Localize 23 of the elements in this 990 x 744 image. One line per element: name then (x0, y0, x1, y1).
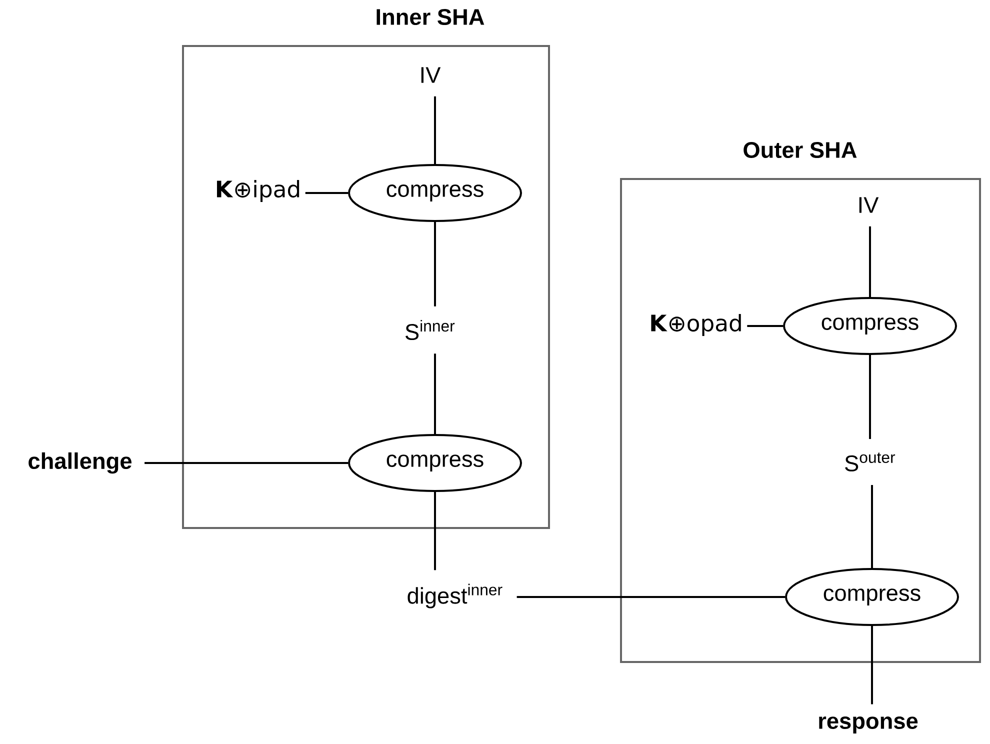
signal-label: S$^{inner}$ (406, 320, 455, 340)
connector-line (434, 222, 436, 306)
signal-label: S$^{outer}$ (845, 452, 896, 472)
connector-line (869, 355, 871, 439)
key-label: K⊕ipad (217, 180, 300, 202)
node-label: Outer SHA (744, 142, 857, 158)
signal-label: IV (421, 67, 441, 83)
connector-line (434, 492, 436, 570)
connector-line (516, 596, 785, 598)
connector-line (144, 462, 348, 464)
connector-line (747, 325, 783, 327)
signal-label: digest$^{inner}$ (408, 584, 502, 608)
connector-line (305, 192, 348, 194)
connector-line (869, 226, 871, 297)
connector-line (871, 626, 873, 704)
signal-label: IV (859, 197, 879, 213)
io-label: challenge (28, 452, 132, 474)
io-label: response (819, 716, 918, 734)
key-label: K⊕opad (651, 314, 741, 336)
connector-line (434, 354, 436, 434)
connector-line (871, 485, 873, 568)
node-label: Inner SHA (376, 8, 484, 26)
connector-line (434, 96, 436, 164)
